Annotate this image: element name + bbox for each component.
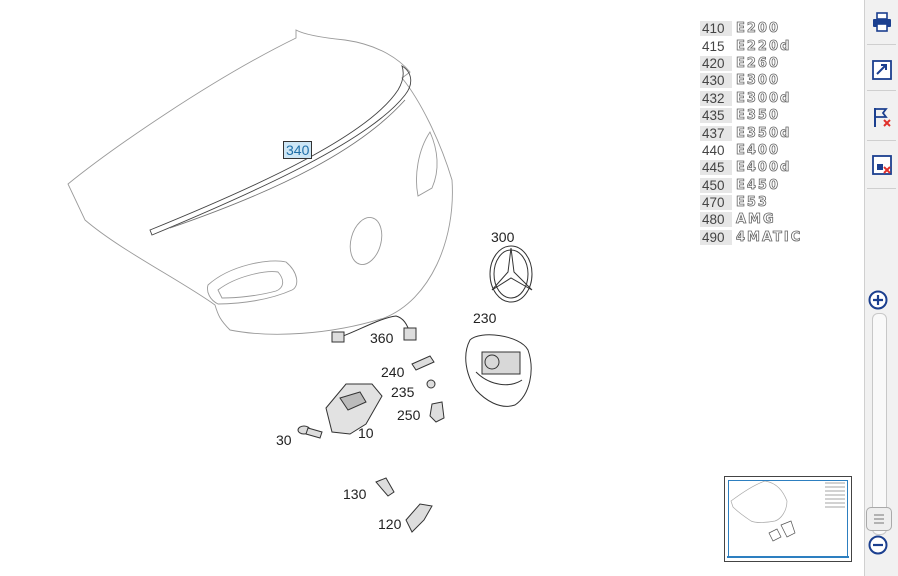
model-code: 415 (702, 38, 725, 54)
small-parts (411, 355, 445, 423)
toolbar-separator (867, 44, 896, 45)
callout-130[interactable]: 130 (343, 486, 367, 502)
model-badge: E53 (736, 195, 769, 211)
toolbar-separator (867, 188, 896, 189)
cable-part (331, 315, 417, 343)
toolbar-separator (867, 90, 896, 91)
callout-360[interactable]: 360 (370, 330, 394, 346)
model-code: 430 (700, 73, 732, 89)
toolbar-separator (867, 140, 896, 141)
model-row[interactable]: 440 E400 (700, 142, 850, 159)
model-code: 450 (700, 177, 732, 193)
model-code: 437 (700, 125, 732, 141)
model-code: 470 (700, 195, 732, 211)
diagram-canvas[interactable]: 340 300 230 360 240 235 250 10 30 130 12… (0, 0, 865, 576)
zoom-slider-handle[interactable] (866, 507, 892, 531)
clear-flags-button[interactable] (870, 105, 894, 129)
callout-250[interactable]: 250 (397, 407, 421, 423)
lock-part (325, 383, 383, 435)
callout-120[interactable]: 120 (378, 516, 402, 532)
model-badge: E220d (736, 38, 792, 54)
parts-drawing (67, 29, 533, 533)
callout-300[interactable]: 300 (491, 229, 515, 245)
model-badge: E350d (736, 125, 792, 141)
model-code: 490 (700, 229, 732, 245)
camera-unit-part (465, 334, 532, 407)
close-window-icon (872, 155, 892, 175)
callout-235[interactable]: 235 (391, 384, 415, 400)
model-badge: AMG (736, 212, 776, 228)
model-badge: E450 (736, 177, 781, 193)
model-badge: E400 (736, 142, 781, 159)
minimap-preview (727, 480, 849, 558)
model-badge: 4MATIC (736, 229, 803, 245)
model-code: 445 (700, 160, 732, 176)
model-badge: E200 (736, 21, 781, 37)
trunk-lid-outline (67, 29, 453, 335)
model-code: 480 (700, 212, 732, 228)
model-code: 410 (700, 21, 732, 37)
star-emblem-part (489, 245, 533, 303)
callout-340[interactable]: 340 (283, 141, 313, 159)
model-badge: E400d (736, 160, 792, 176)
grip-icon (874, 514, 884, 524)
spoiler-lip (149, 64, 412, 236)
model-code: 432 (700, 90, 732, 106)
zoom-out-icon[interactable] (868, 535, 888, 555)
bolt-and-bracket-parts (375, 477, 433, 533)
model-badge: E350 (736, 108, 781, 124)
plate-recess (207, 260, 298, 305)
close-window-button[interactable] (870, 153, 894, 177)
model-badge: E300d (736, 90, 792, 106)
zoom-slider-track[interactable] (872, 313, 887, 535)
callout-240[interactable]: 240 (381, 364, 405, 380)
callout-230[interactable]: 230 (473, 310, 497, 326)
open-external-button[interactable] (870, 58, 894, 82)
model-badge: E300 (736, 73, 781, 89)
model-badge: E260 (736, 55, 781, 72)
minimap[interactable] (724, 476, 852, 562)
open-external-icon (872, 60, 892, 80)
model-code: 420 (700, 55, 732, 71)
screw-30-part (297, 425, 323, 439)
model-code: 440 (702, 142, 725, 158)
callout-10[interactable]: 10 (358, 425, 374, 441)
zoom-in-icon[interactable] (868, 290, 888, 310)
emblem-seat (349, 217, 383, 265)
model-code: 435 (700, 108, 732, 124)
print-icon (873, 12, 891, 32)
right-taillight-recess (416, 131, 438, 197)
clear-flags-icon (874, 108, 891, 127)
print-button[interactable] (870, 10, 894, 34)
model-row[interactable]: 415 E220d (700, 37, 850, 54)
callout-30[interactable]: 30 (276, 432, 292, 448)
